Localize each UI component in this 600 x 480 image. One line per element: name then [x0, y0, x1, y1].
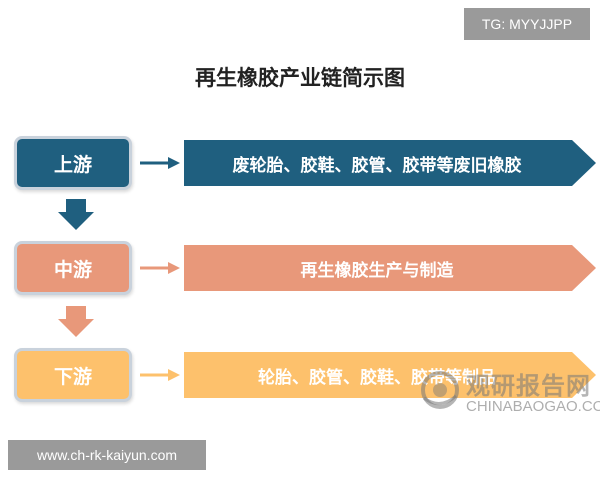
stage-label: 上游	[53, 153, 92, 176]
down-arrow-upstream	[58, 199, 94, 230]
stage-box-upstream: 上游	[14, 136, 132, 190]
stage-label: 中游	[53, 258, 92, 281]
upstream-band	[184, 140, 596, 186]
midstream-band	[184, 245, 596, 291]
upstream-connector-arrow	[140, 157, 180, 169]
source-tag: TG: MYYJJPP	[464, 8, 590, 40]
midstream-connector-arrow	[140, 262, 180, 274]
watermark-text-en: CHINABAOGAO.COM	[466, 398, 600, 415]
stage-label: 下游	[53, 365, 92, 388]
watermark-logo-icon	[421, 371, 459, 409]
down-arrow-midstream	[58, 306, 94, 337]
diagram-title: 再生橡胶产业链简示图	[195, 65, 405, 90]
stage-box-downstream: 下游	[14, 348, 132, 402]
stage-box-midstream: 中游	[14, 241, 132, 295]
website-url: www.ch-rk-kaiyun.com	[8, 440, 206, 470]
midstream-description: 再生橡胶生产与制造	[300, 260, 454, 281]
downstream-band	[184, 352, 596, 398]
downstream-connector-arrow	[140, 369, 180, 381]
upstream-description: 废轮胎、胶鞋、胶管、胶带等废旧橡胶	[232, 155, 522, 176]
watermark-text-cn: 观研报告网	[466, 372, 591, 400]
